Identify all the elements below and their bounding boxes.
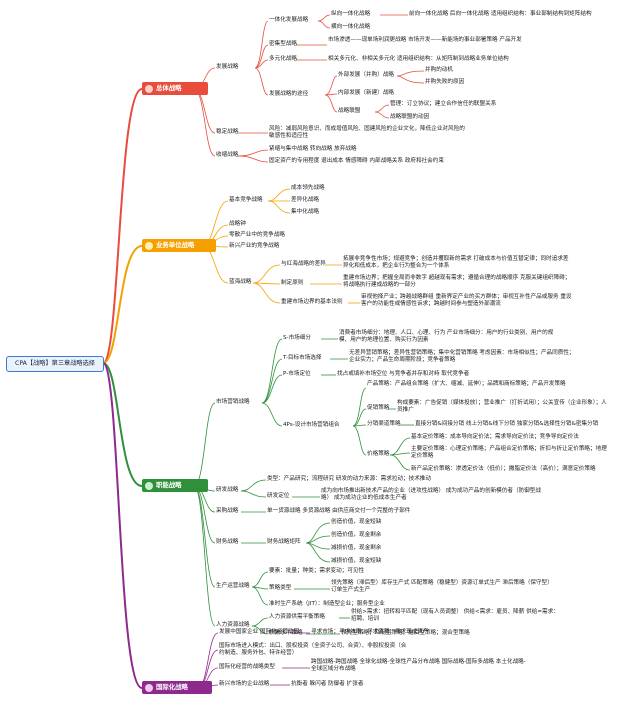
node-mizhi-desc[interactable]: 市场渗透——现单场利润更战略 市场开发——新能场的事业部署策略 产品开发 [328, 37, 522, 43]
node-caiwu[interactable]: 财务战略 [216, 539, 239, 545]
node-waibu[interactable]: 外部发展（并购）战略 [338, 72, 394, 78]
node-cuxiao[interactable]: 促销策略 [367, 405, 390, 411]
node-intl-entry-mode[interactable]: 国际市场进入模式：出口、股权投资（全资子公司、合资）、非股权投资（合约制造、服务… [219, 643, 407, 656]
root-to-branches [102, 88, 143, 689]
node-mizhi[interactable]: 密集型战略 [269, 41, 297, 47]
node-chengben[interactable]: 成本领先战略 [291, 185, 325, 191]
node-xinxing[interactable]: 新兴产业的竞争战略 [229, 243, 280, 249]
node-duoyuan-desc[interactable]: 相关多元化、非相关多元化 适用组织结构：从矩阵制到战略业务单位结构 [328, 56, 509, 62]
node-chongjian-desc[interactable]: 审视他择产业；跨越战略群组 重新界定产业的买方群体；审视互补性产品或服务 重设客… [361, 294, 572, 307]
branch-internationalization-strategy[interactable]: 国际化战略 [142, 681, 212, 694]
branch-functional-strategy[interactable]: 职能战略 [142, 479, 208, 492]
node-juzhen-q3[interactable]: 减损价值，现金剩余 [331, 545, 382, 551]
node-sc-leixing[interactable]: 策略类型 [269, 585, 292, 591]
node-rl-xinchou[interactable]: 薪酬水平策略 [269, 630, 303, 636]
node-lianmeng2[interactable]: 战略联盟的动因 [390, 114, 430, 120]
node-intl-emerging-desc[interactable]: 抗衡者 躲闪者 防御者 扩张者 [291, 681, 364, 687]
node-neibu[interactable]: 内部发展（新建）战略 [338, 90, 394, 96]
node-lianmeng[interactable]: 战略联盟 [338, 108, 361, 114]
node-zuhe[interactable]: 4Ps-设计市场营销组合 [283, 422, 340, 428]
node-jiage[interactable]: 价格策略 [367, 451, 390, 457]
node-t-xuanze-desc[interactable]: 无差异营销策略；差异性营销策略；集中化营销策略 考虑因素：市场相似性；产品同质性… [349, 350, 575, 363]
node-sc-leixing-desc[interactable]: 领先策略（滞后型）库存生产式 匹配策略（稳健型）资源订单式生产 滞后策略（保守型… [331, 580, 553, 593]
node-lingsan[interactable]: 零散产业中的竞争战略 [229, 232, 285, 238]
node-zongxiang[interactable]: 纵向一体化战略 [331, 11, 371, 17]
branch-marker-icon [145, 683, 153, 692]
node-intl-emerging[interactable]: 新兴市场的企业战略 [219, 681, 270, 687]
node-shousuo1[interactable]: 紧缩与集中战略 转向战略 放弃战略 [269, 146, 357, 152]
branch-marker-icon [145, 241, 153, 250]
node-lianmeng1[interactable]: 管理：订立协议；建立合作信任的联盟关系 [390, 101, 497, 107]
node-shousuo[interactable]: 收缩战略 [216, 152, 239, 158]
node-hongbie[interactable]: 与红海战略的差异 [281, 261, 326, 267]
node-fenxiao[interactable]: 分销渠道策略 [367, 421, 401, 427]
node-yanfa-leixing[interactable]: 类型：产品研究；流程研究 研发的动力来源：需求拉动；技术推动 [267, 476, 431, 482]
node-chayi[interactable]: 差异化战略 [291, 197, 319, 203]
node-zhiding[interactable]: 制定原则 [281, 280, 304, 286]
node-yiti[interactable]: 一体化发展战略 [269, 17, 309, 23]
node-s-xifen[interactable]: S-市场细分 [283, 335, 311, 341]
node-jiben[interactable]: 基本竞争战略 [229, 197, 263, 203]
branch-overall-strategy[interactable]: 总体战略 [142, 82, 208, 95]
branch-label: 职能战略 [156, 481, 182, 489]
node-intl-types[interactable]: 国际化经营的战略类型 [219, 664, 275, 670]
node-caigou[interactable]: 采购战略 [216, 508, 239, 514]
node-cuxiao-desc[interactable]: 构成要素：广告促销（媒体投放）；营业推广（打折试用）；公关宣传（企业形象）；人员… [397, 400, 607, 413]
node-caigou-desc[interactable]: 单一货源战略 多货源战略 由供应商交付一个完整的子部件 [267, 508, 411, 514]
node-sc-jit[interactable]: 准时生产系统（JIT）：制造型企业；服务型企业 [269, 601, 385, 607]
node-t-xuanze[interactable]: T-目标市场选择 [283, 355, 322, 361]
node-renli[interactable]: 人力资源战略 [216, 622, 250, 628]
node-jizhong[interactable]: 集中化战略 [291, 209, 319, 215]
node-jiage2[interactable]: 主要定价策略：心理定价策略；产品组合定价策略；折扣与折让定价策略；地理定价策略 [411, 446, 607, 459]
branch-marker-icon [145, 84, 153, 93]
branch-label: 国际化战略 [156, 683, 188, 691]
node-fazhan[interactable]: 发展战略 [216, 64, 239, 70]
node-juzhen-q2[interactable]: 创造价值，现金剩余 [331, 532, 382, 538]
node-binggou1[interactable]: 并购的动机 [425, 67, 453, 73]
node-yanfa-dingwei[interactable]: 研发定位 [267, 493, 290, 499]
branch4-links [197, 632, 310, 689]
node-rl-xuqiu-desc[interactable]: 供给>需求：扭转和平匹配（现有人员调整） 供给<需求：雇员、降薪 供给=需求：招… [351, 609, 559, 622]
node-sc-yaosu[interactable]: 要素：批量；种类；需求变动；可见性 [269, 568, 365, 574]
node-duoyuan[interactable]: 多元化战略 [269, 56, 297, 62]
node-p-dingwei-desc[interactable]: 找占或填补市场空位 与竞争者并存和对峙 取代竞争者 [337, 371, 470, 377]
branch-label: 业务单位战略 [156, 241, 195, 249]
node-intl-motive-desc[interactable]: 寻求市场；寻求效率；寻求资源；寻求现成资产 [311, 629, 429, 635]
node-tujing[interactable]: 发展战略的途径 [269, 91, 309, 97]
node-zhiding-desc[interactable]: 重建市场边界；把握全局而非数字 超越现有需求；遵循合理的战略顺序 克服关键组织障… [343, 275, 571, 288]
node-juzhen[interactable]: 财务战略矩阵 [267, 539, 301, 545]
node-jiage3[interactable]: 新产品定价策略：渗透定价法（低价）；撇脂定价法（高价）；满意定价策略 [411, 466, 596, 472]
node-hongbie-desc[interactable]: 拓展非竞争性市场；规避竞争；创造并攫取新的需求 打破成本与价值互替定律；同时追求… [343, 256, 569, 269]
node-zongxiang-desc[interactable]: 前向一体化战略 后向一体化战略 适用组织结构：事业部制结构到矩阵结构 [409, 11, 592, 17]
node-chongjian[interactable]: 重建市场边界的基本法则 [281, 299, 343, 305]
node-yanfa[interactable]: 研发战略 [216, 487, 239, 493]
node-hengxiang[interactable]: 横向一体化战略 [331, 24, 371, 30]
node-zhanlue-zhong[interactable]: 战略钟 [229, 221, 246, 227]
node-p-dingwei[interactable]: P-市场定位 [283, 371, 311, 377]
node-yanfa-dingwei-desc[interactable]: 成为向市场推出新技术产品的企业（进攻性战略） 成为成功产品的创新模仿者（防御型战… [321, 488, 541, 501]
node-chanpin[interactable]: 产品策略：产品组合策略（扩大、缩减、延伸）；品牌和商标策略；产品开发策略 [367, 381, 566, 387]
branch-label: 总体战略 [156, 84, 182, 92]
node-rl-xinchou-desc[interactable]: 领先型策略；匹配型策略；拖后型策略；混合型策略 [341, 630, 470, 636]
node-wending[interactable]: 稳定战略 [216, 129, 239, 135]
node-lanhai[interactable]: 蓝海战略 [229, 279, 252, 285]
node-juzhen-q4[interactable]: 减损价值，现金短缺 [331, 558, 382, 564]
node-jiage1[interactable]: 基本定价策略：成本导向定价法；需求导向定价法；竞争导向定价法 [411, 434, 579, 440]
branch-business-unit-strategy[interactable]: 业务单位战略 [142, 239, 216, 252]
node-intl-motive[interactable]: 发展中国家企业 国际化经营动因 [219, 629, 300, 635]
node-binggou2[interactable]: 并购失败的原因 [425, 79, 465, 85]
node-intl-types-desc[interactable]: 跨国战略-跨国战略 全球化战略-全球性产品分布战略 国际战略-国际多战略 本土化… [311, 659, 526, 672]
node-fenxiao-desc[interactable]: 直接分销&间接分销 线上分销&线下分销 独家分销&选择性分销&密集分销 [415, 421, 599, 427]
node-shengchan[interactable]: 生产运营战略 [216, 583, 250, 589]
node-rl-xuqiu[interactable]: 人力资源供需平衡策略 [269, 614, 325, 620]
root-node[interactable]: CPA【战略】第三章战略选择 [6, 356, 104, 372]
node-s-xifen-desc[interactable]: 消费者市场细分：地理、人口、心理、行为 产业市场细分：用户的行业类别、用户的规模… [339, 330, 554, 343]
node-shousuo2[interactable]: 固定资产的专用程度 退出成本 情感障碍 内部战略关系 政府和社会约束 [269, 158, 444, 164]
node-yingxiao[interactable]: 市场营销战略 [216, 399, 250, 405]
branch-marker-icon [145, 481, 153, 490]
node-wending-desc[interactable]: 风险：减弱风险意识、而成增值风险、固建风险的企业文化，降低企业对风险的敏感性和适… [269, 126, 465, 139]
node-juzhen-q1[interactable]: 创造价值，现金短缺 [331, 519, 382, 525]
